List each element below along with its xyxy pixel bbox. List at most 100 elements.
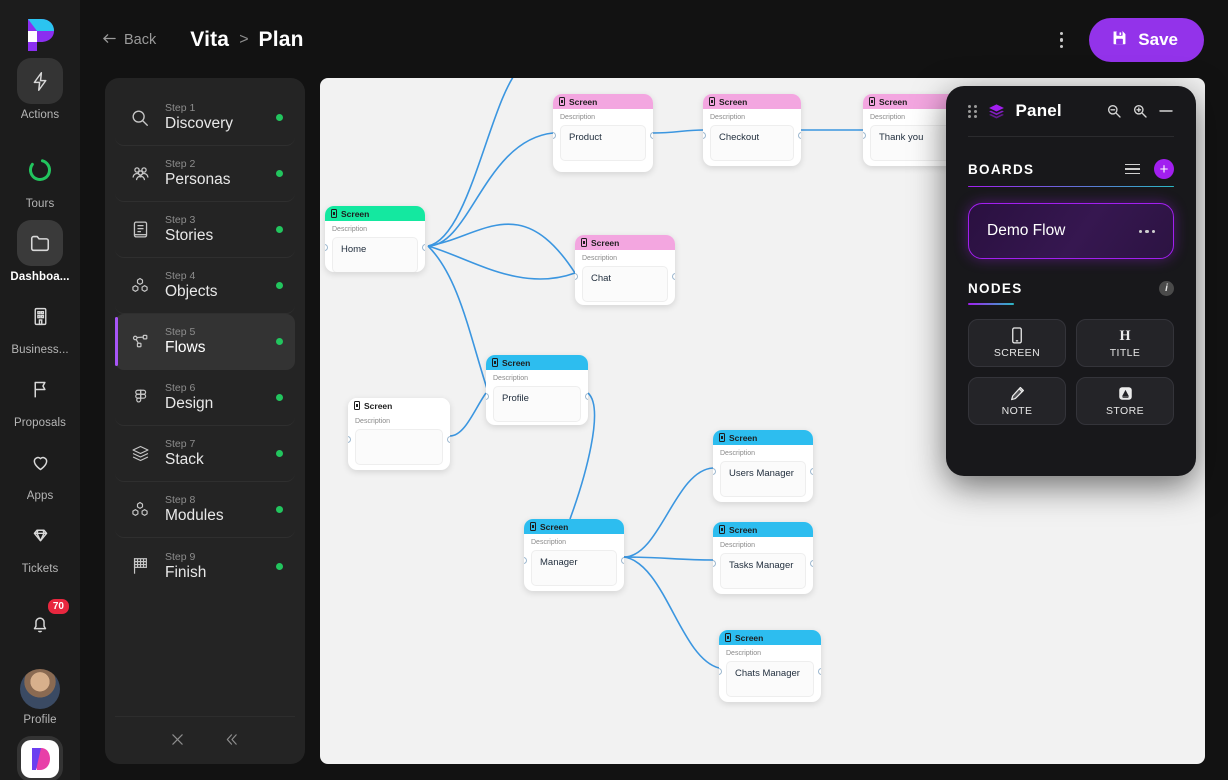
node-type-label: Screen [729,432,758,443]
node-title-value[interactable]: Chats Manager [726,661,814,697]
node-type-label: SCREEN [993,346,1041,359]
flow-edge [623,556,714,561]
node-port-right[interactable] [422,244,425,251]
rail-item-notifications[interactable]: 70 [4,595,76,651]
node-title-value[interactable]: Checkout [710,125,794,161]
plus-icon[interactable]: + [1154,159,1174,179]
rail-item-tours[interactable]: Tours [4,141,76,214]
flow-edge [623,467,714,558]
rail-item-account[interactable]: Account [4,730,76,780]
node-port-right[interactable] [798,132,801,139]
node-port-right[interactable] [585,393,588,400]
rail-item-business[interactable]: Business... [4,287,76,360]
node-port-right[interactable] [650,132,653,139]
rail-item-dashboard[interactable]: Dashboa... [4,214,76,287]
node-title-value[interactable]: Manager [531,550,617,586]
node-title-value[interactable] [355,429,443,465]
node-type-note-button[interactable]: NOTE [968,376,1066,425]
node-port-right[interactable] [810,560,813,567]
heart-icon [17,439,63,485]
info-icon[interactable]: i [1159,281,1174,297]
rail-item-tickets[interactable]: Tickets [4,506,76,579]
zoom-out-icon[interactable] [1106,103,1122,119]
node-port-right[interactable] [621,557,624,564]
step-name: Design [165,395,214,412]
phone-icon [559,97,565,106]
status-dot [276,226,283,233]
node-title-value[interactable]: Tasks Manager [720,553,806,589]
breadcrumb-root[interactable]: Vita [190,28,230,51]
notification-badge: 70 [45,597,71,616]
ellipsis-icon[interactable] [1138,229,1155,234]
brand-logo[interactable] [20,18,60,52]
step-name: Discovery [165,115,234,132]
node-title-value[interactable]: Users Manager [720,461,806,497]
node-title-value[interactable]: Chat [582,266,668,302]
rail-item-actions[interactable]: Actions [4,52,76,125]
step-number: Step 2 [165,158,196,170]
left-nav-rail: Actions Tours Dashboa... Business... [0,0,80,780]
bell-icon: 70 [17,597,71,647]
flow-edge [652,129,704,134]
node-description-label: Description [531,539,567,546]
panel-header: Panel [968,86,1174,136]
node-title-value[interactable]: Profile [493,386,581,422]
node-title-value[interactable]: Thank you [870,125,954,161]
double-chevron-left-icon[interactable] [218,729,245,753]
back-label: Back [124,32,157,48]
rail-item-proposals[interactable]: Proposals [4,360,76,433]
back-button[interactable]: Back [102,32,156,49]
rail-item-profile[interactable]: Profile [4,663,76,730]
minimize-icon[interactable] [1158,106,1174,116]
close-icon[interactable] [165,729,190,753]
node-port-right[interactable] [818,668,821,675]
node-type-title-button[interactable]: H TITLE [1076,318,1174,367]
rail-item-apps[interactable]: Apps [4,433,76,506]
node-title-value[interactable]: Product [560,125,646,161]
node-title-value[interactable]: Home [332,237,418,272]
zoom-in-icon[interactable] [1132,103,1148,119]
node-port-right[interactable] [672,273,675,280]
node-port-right[interactable] [447,436,450,443]
drag-handle-icon[interactable] [968,104,977,118]
save-button[interactable]: Save [1089,18,1204,62]
node-type-store-button[interactable]: STORE [1076,376,1174,425]
folder-icon [17,220,63,266]
node-port-right[interactable] [810,468,813,475]
node-type-label: Screen [364,400,393,411]
list-view-icon[interactable] [1125,163,1140,175]
node-header: Screen [713,522,813,537]
node-header: Screen [703,94,801,109]
board-item-demo-flow[interactable]: Demo Flow [968,203,1174,260]
kebab-menu-icon[interactable] [1052,26,1072,55]
node-type-screen-button[interactable]: SCREEN [968,318,1066,367]
